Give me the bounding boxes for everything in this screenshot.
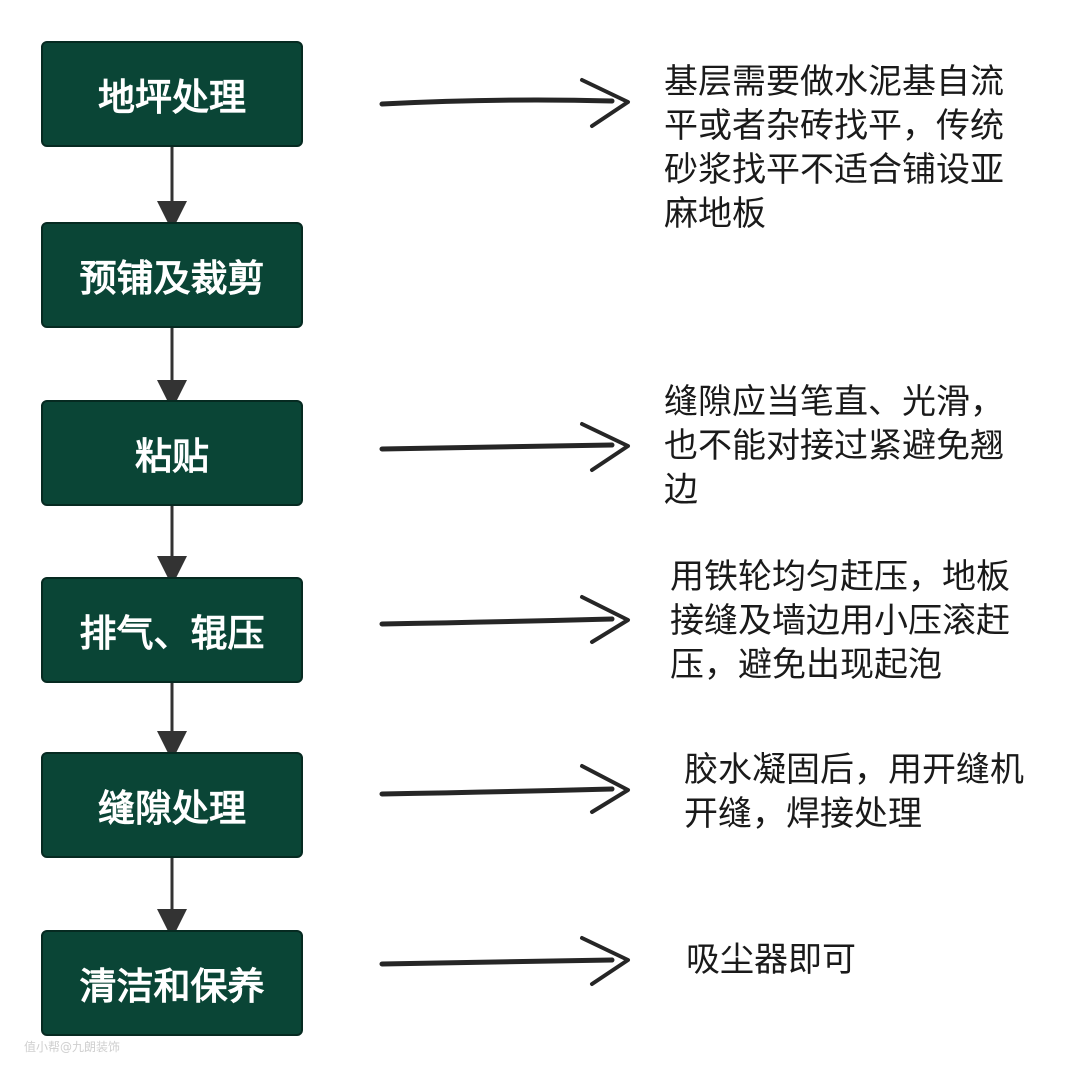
- note-arrow-5: [379, 764, 630, 814]
- note-arrow-1: [379, 78, 630, 128]
- note-seam-treatment: 胶水凝固后，用开缝机 开缝，焊接处理: [684, 750, 1024, 834]
- watermark: 值小帮@九朗装饰: [24, 1040, 121, 1054]
- step-box-adhering: 粘贴: [41, 400, 303, 506]
- note-arrow-4: [379, 595, 630, 644]
- note-ground-treatment: 基层需要做水泥基自流 平或者杂砖找平，传统 砂浆找平不适合铺设亚 麻地板: [664, 62, 1004, 234]
- note-clean-maintain: 吸尘器即可: [686, 940, 856, 980]
- step-box-clean-maintain: 清洁和保养: [41, 930, 303, 1036]
- note-arrow-3: [379, 422, 630, 472]
- note-arrow-6: [379, 936, 630, 986]
- step-box-exhaust-roll: 排气、辊压: [41, 577, 303, 683]
- step-box-seam-treatment: 缝隙处理: [41, 752, 303, 858]
- note-adhering: 缝隙应当笔直、光滑， 也不能对接过紧避免翘 边: [664, 382, 1004, 510]
- step-box-ground-treatment: 地坪处理: [41, 41, 303, 147]
- step-box-pre-lay-cut: 预铺及裁剪: [41, 222, 303, 328]
- note-exhaust-roll: 用铁轮均匀赶压，地板 接缝及墙边用小压滚赶 压，避免出现起泡: [670, 557, 1010, 685]
